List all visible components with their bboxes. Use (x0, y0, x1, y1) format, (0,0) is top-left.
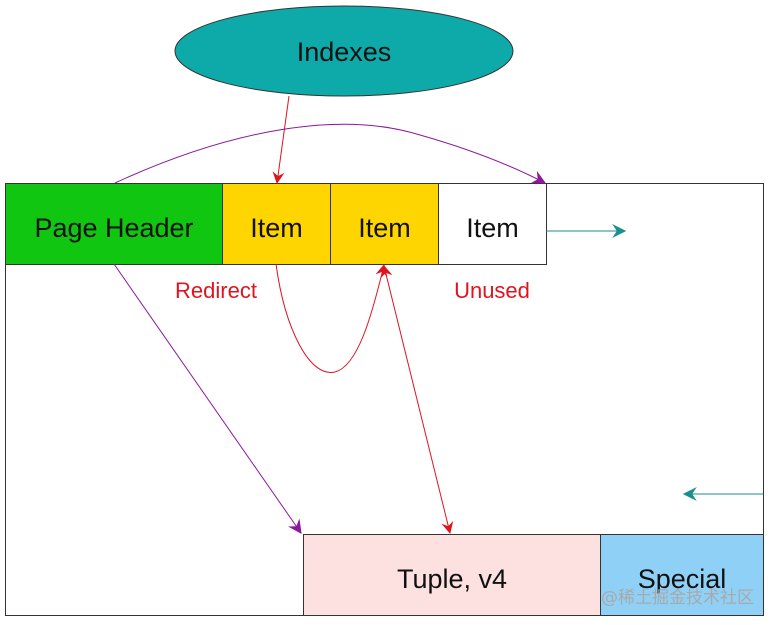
tuple-box: Tuple, v4 (303, 534, 601, 616)
item-2-label: Item (358, 213, 411, 243)
special-label: Special (638, 564, 727, 594)
redirect-note: Redirect (175, 278, 257, 303)
indexes-label: Indexes (297, 37, 392, 67)
tuple-label: Tuple, v4 (397, 564, 507, 594)
unused-note: Unused (454, 278, 530, 303)
page-header-box: Page Header (5, 183, 223, 265)
page-header-label: Page Header (34, 213, 193, 243)
special-box: Special (600, 534, 764, 616)
arrow-indexes-to-item (272, 95, 290, 184)
arrow-header-to-tuple (113, 263, 302, 534)
arrow-redirect-curve (275, 263, 388, 373)
item-1-label: Item (250, 213, 303, 243)
item-slot-3: Item (438, 183, 547, 265)
item-slot-2: Item (330, 183, 439, 265)
item-3-label: Item (466, 213, 519, 243)
arrow-header-to-item-arc (114, 123, 547, 184)
item-slot-1: Item (222, 183, 331, 265)
indexes-node: Indexes (174, 5, 514, 97)
watermark-text: @稀土掘金技术社区 (601, 588, 754, 608)
arrow-item-tuple-link (380, 265, 454, 534)
